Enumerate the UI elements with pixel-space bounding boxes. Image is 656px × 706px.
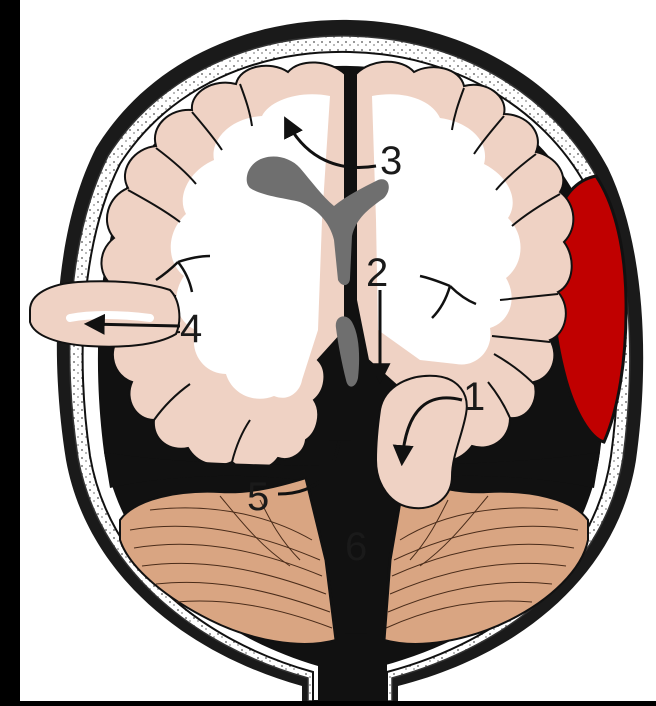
label-1: 1 [463,375,485,419]
label-3: 3 [380,139,402,183]
arrow-4 [88,324,180,326]
label-4: 4 [180,307,202,351]
label-5: 5 [247,475,269,519]
label-2: 2 [366,251,388,295]
falx [347,68,350,140]
label-6: 6 [345,525,367,569]
